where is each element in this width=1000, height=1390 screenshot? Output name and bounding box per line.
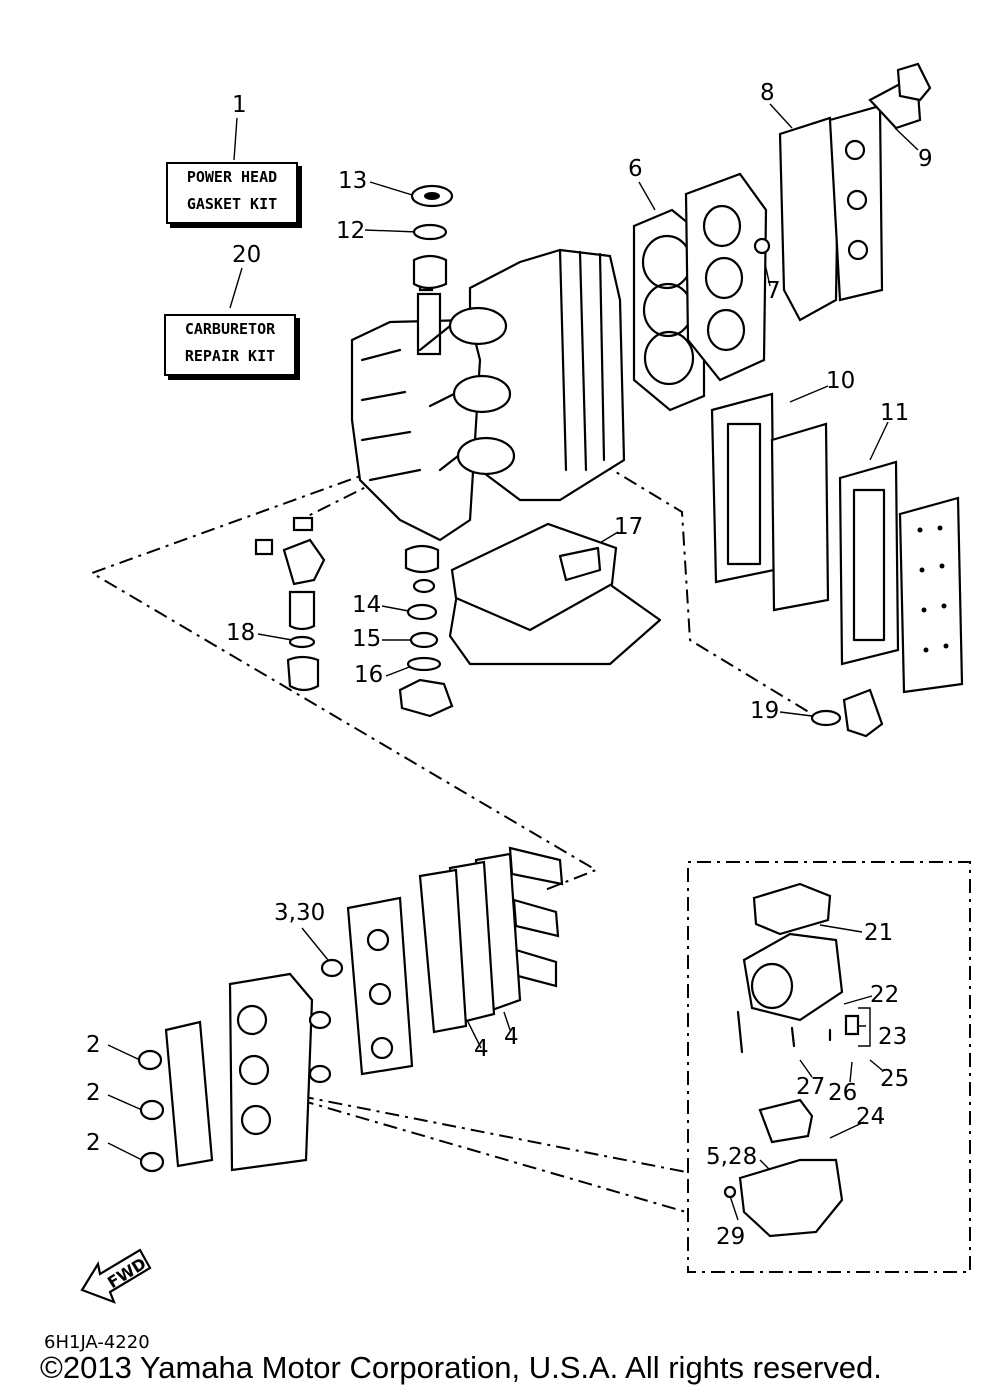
callout-26: 26 <box>828 1080 858 1106</box>
callout-24: 24 <box>856 1104 886 1130</box>
reference-code: 6H1JA-4220 <box>44 1332 150 1353</box>
callout-21: 21 <box>864 920 894 946</box>
callout-25: 25 <box>880 1066 910 1092</box>
cylinder-head <box>684 172 768 382</box>
carburetor-kit-line2: REPAIR KIT <box>184 347 276 365</box>
power-head-kit-line1: POWER HEAD <box>186 168 278 186</box>
callout-19: 19 <box>750 698 780 724</box>
callout-4b: 4 <box>504 1024 519 1050</box>
callout-15: 15 <box>352 626 382 652</box>
callout-20: 20 <box>232 242 262 268</box>
carburetor-bodies <box>137 958 344 1173</box>
power-head-kit-line2: GASKET KIT <box>186 195 278 213</box>
reed-valve-assembly <box>346 846 564 1076</box>
callout-6: 6 <box>628 156 643 182</box>
fwd-arrow-icon <box>80 1248 152 1304</box>
carburetor-kit-line1: CARBURETOR <box>184 320 276 338</box>
callout-2b: 2 <box>86 1080 101 1106</box>
callout-13: 13 <box>338 168 368 194</box>
lower-seal-stack <box>398 544 454 718</box>
thermostat-parts <box>254 516 326 692</box>
callout-10: 10 <box>826 368 856 394</box>
callout-2a: 2 <box>86 1032 101 1058</box>
callout-14: 14 <box>352 592 382 618</box>
callout-9: 9 <box>918 146 933 172</box>
callout-23: 23 <box>878 1024 908 1050</box>
carburetor-repair-kit-box: CARBURETOR REPAIR KIT <box>164 314 296 376</box>
power-head-gasket-kit-box: POWER HEAD GASKET KIT <box>166 162 298 224</box>
callout-16: 16 <box>354 662 384 688</box>
callout-29: 29 <box>716 1224 746 1250</box>
carburetor-detail <box>723 882 860 1238</box>
callout-7: 7 <box>766 278 781 304</box>
callout-27: 27 <box>796 1074 826 1100</box>
copyright-notice: ©2013 Yamaha Motor Corporation, U.S.A. A… <box>40 1350 882 1385</box>
callout-22: 22 <box>870 982 900 1008</box>
callout-2c: 2 <box>86 1130 101 1156</box>
callout-4a: 4 <box>474 1036 489 1062</box>
callout-5-28: 5,28 <box>706 1144 758 1170</box>
callout-3-30: 3,30 <box>274 900 326 926</box>
base-gasket <box>448 522 662 666</box>
callout-12: 12 <box>336 218 366 244</box>
fuel-pump <box>810 688 884 738</box>
callout-11: 11 <box>880 400 910 426</box>
head-cover <box>753 62 932 322</box>
exhaust-gaskets <box>710 392 964 694</box>
callout-1: 1 <box>232 92 247 118</box>
callout-18: 18 <box>226 620 256 646</box>
crankcase-block <box>350 248 626 542</box>
callout-17: 17 <box>614 514 644 540</box>
callout-8: 8 <box>760 80 775 106</box>
upper-seal-stack <box>410 184 454 290</box>
leader-lines <box>107 103 919 1221</box>
